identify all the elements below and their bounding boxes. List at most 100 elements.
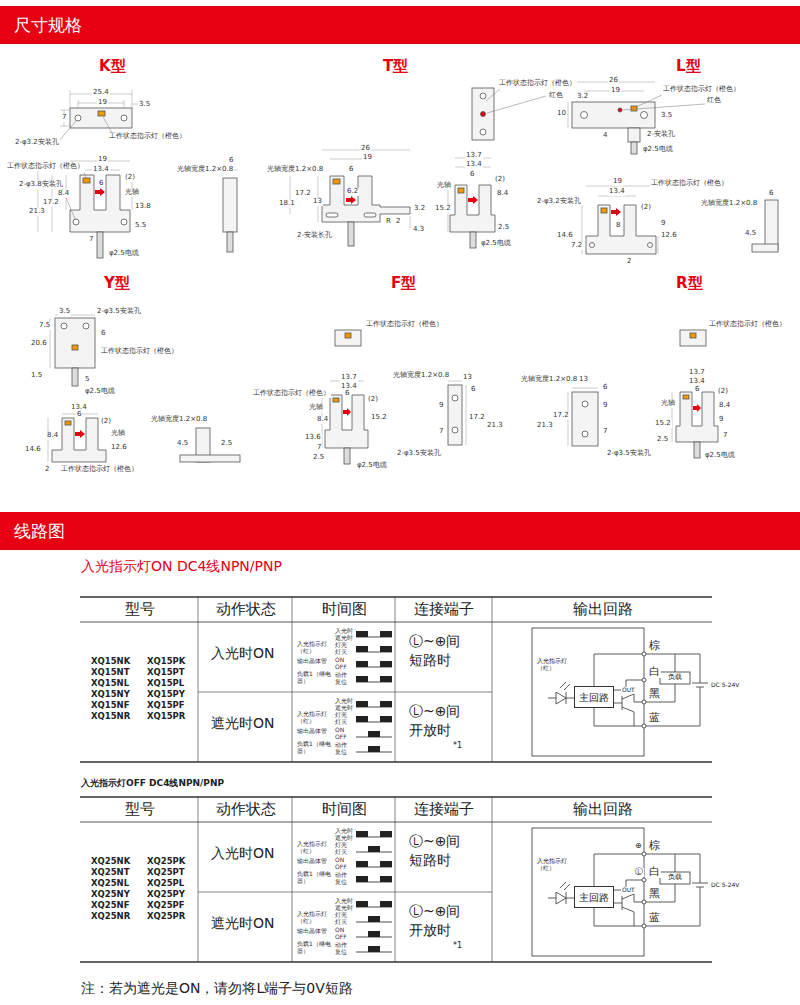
section-title: 线路图 bbox=[14, 522, 65, 541]
l-drawing bbox=[641, 112, 648, 119]
table-text: 入光时ON bbox=[210, 846, 276, 861]
table-rule bbox=[80, 622, 712, 623]
l-drawing bbox=[765, 200, 778, 250]
dimension-label: φ2.5电缆 bbox=[108, 250, 140, 258]
small-label: 输出晶体管 bbox=[296, 928, 334, 935]
dimension-label: 红色 bbox=[706, 97, 722, 105]
dimension-label: 5.5 bbox=[134, 222, 147, 230]
small-label: DC 5-24V bbox=[710, 882, 740, 889]
y-drawing bbox=[180, 455, 240, 462]
dimension-label: 光轴 bbox=[436, 182, 452, 190]
dimension-label: 6 bbox=[344, 390, 350, 398]
small-label: 负载1（继电器） bbox=[296, 941, 334, 954]
dimension-label: 9 bbox=[602, 402, 608, 410]
dimension-label: 13.7 bbox=[465, 152, 483, 160]
dimension-label: 10 bbox=[556, 110, 567, 118]
model-type-title: K型 bbox=[98, 58, 127, 75]
table-text: 开放时 bbox=[408, 723, 452, 738]
dimension-label: 4.5 bbox=[744, 230, 757, 238]
dimension-label: 光轴宽度1.2×0.8 bbox=[700, 200, 758, 208]
small-label: 灯亮 bbox=[334, 712, 348, 719]
r-drawing bbox=[582, 401, 588, 407]
dimension-label: 17.2 bbox=[468, 414, 486, 422]
small-label: OFF bbox=[334, 734, 348, 741]
f-drawing bbox=[448, 385, 462, 445]
dimension-label: 光轴宽度1.2×0.8 bbox=[176, 166, 234, 174]
dimension-label: 14.6 bbox=[24, 446, 42, 454]
dimension-label: 工作状态指示灯（橙色） bbox=[708, 321, 787, 329]
timing-chart bbox=[356, 631, 392, 952]
small-label: 入光时 bbox=[334, 628, 354, 635]
timing-chart bbox=[356, 646, 392, 652]
table-text: 开放时 bbox=[408, 923, 452, 938]
r-drawing bbox=[680, 330, 706, 346]
k-drawing bbox=[121, 219, 127, 225]
output-circuit bbox=[548, 682, 574, 704]
t-drawing bbox=[458, 188, 464, 193]
y-drawing bbox=[65, 421, 71, 425]
dimension-label: 入光指示灯OFF DC4线NPN/PNP bbox=[80, 779, 225, 789]
small-label: 入光指示灯（红） bbox=[296, 841, 334, 854]
section-band: 尺寸规格 bbox=[0, 6, 800, 44]
dimension-label: 13 bbox=[578, 376, 589, 384]
t-drawing bbox=[290, 88, 546, 248]
timing-chart bbox=[356, 901, 392, 907]
k-drawing bbox=[60, 90, 142, 126]
f-drawing bbox=[345, 333, 351, 338]
small-label: 灯灭 bbox=[334, 649, 348, 656]
dimension-label: 8.4 bbox=[718, 402, 731, 410]
r-drawing bbox=[694, 442, 700, 458]
dimension-label: *1 bbox=[452, 942, 463, 951]
small-label: 动作 bbox=[334, 672, 348, 679]
table-text: 遮光时ON bbox=[210, 716, 276, 731]
small-label: 遮光时 bbox=[334, 835, 354, 842]
l-drawing bbox=[611, 208, 621, 216]
table-text: 连接端子 bbox=[413, 601, 475, 618]
dimension-label: *1 bbox=[452, 742, 463, 751]
dimension-label: 13.4 bbox=[92, 166, 110, 174]
small-label: 灯亮 bbox=[334, 912, 348, 919]
dimension-label: 白 bbox=[648, 666, 661, 678]
dimension-label: 3.5 bbox=[138, 101, 151, 109]
table-rule bbox=[395, 597, 396, 762]
dimension-label: 光轴宽度1.2×0.8 bbox=[392, 372, 450, 380]
dimension-label: 13 bbox=[462, 374, 473, 382]
output-circuit bbox=[642, 652, 646, 656]
dimension-label: 工作状态指示灯（橙色） bbox=[252, 390, 331, 398]
r-drawing bbox=[683, 395, 689, 399]
table-text: 输出回路 bbox=[572, 801, 634, 818]
dimension-label: ⊕ bbox=[634, 842, 643, 851]
small-label: 入光指示灯（红） bbox=[296, 641, 334, 654]
table-text: 时间图 bbox=[321, 601, 368, 618]
small-label: OUT bbox=[621, 887, 636, 894]
dimension-label: XQ15NR bbox=[90, 712, 131, 721]
dimension-label: 工作状态指示灯（橙色） bbox=[6, 163, 85, 171]
dimension-label: 6 bbox=[100, 330, 106, 338]
l-drawing bbox=[648, 243, 653, 248]
table-rule bbox=[80, 597, 712, 762]
l-drawing bbox=[628, 128, 640, 142]
t-drawing bbox=[348, 222, 354, 246]
table-text: 时间图 bbox=[321, 801, 368, 818]
model-type-title: T型 bbox=[382, 58, 409, 75]
main-circuit-box: 主回路 bbox=[574, 686, 614, 708]
dimension-label: 光轴 bbox=[660, 400, 676, 408]
table-text: Ⓛ~⊕间 bbox=[408, 904, 461, 919]
dimension-label: XQ25PL bbox=[146, 879, 185, 888]
dimension-label: 8 bbox=[615, 222, 621, 230]
small-label: 输出晶体管 bbox=[296, 728, 334, 735]
f-drawing bbox=[325, 395, 368, 448]
small-label: 负载1（继电器） bbox=[296, 871, 334, 884]
section-title: 尺寸规格 bbox=[14, 16, 82, 35]
dimension-label: 2 bbox=[626, 258, 632, 266]
r-drawing bbox=[676, 392, 718, 442]
table-text: 短路时 bbox=[408, 853, 452, 868]
dimension-label: 26 bbox=[360, 145, 371, 153]
dimension-label: 19 bbox=[97, 99, 108, 107]
output-circuit bbox=[642, 724, 646, 728]
dimension-label: 7 bbox=[316, 444, 322, 452]
dimension-label: 18.1 bbox=[278, 200, 296, 208]
dimension-label: 工作状态指示灯（橙色） bbox=[60, 466, 139, 474]
dimension-label: 8.4 bbox=[316, 416, 329, 424]
